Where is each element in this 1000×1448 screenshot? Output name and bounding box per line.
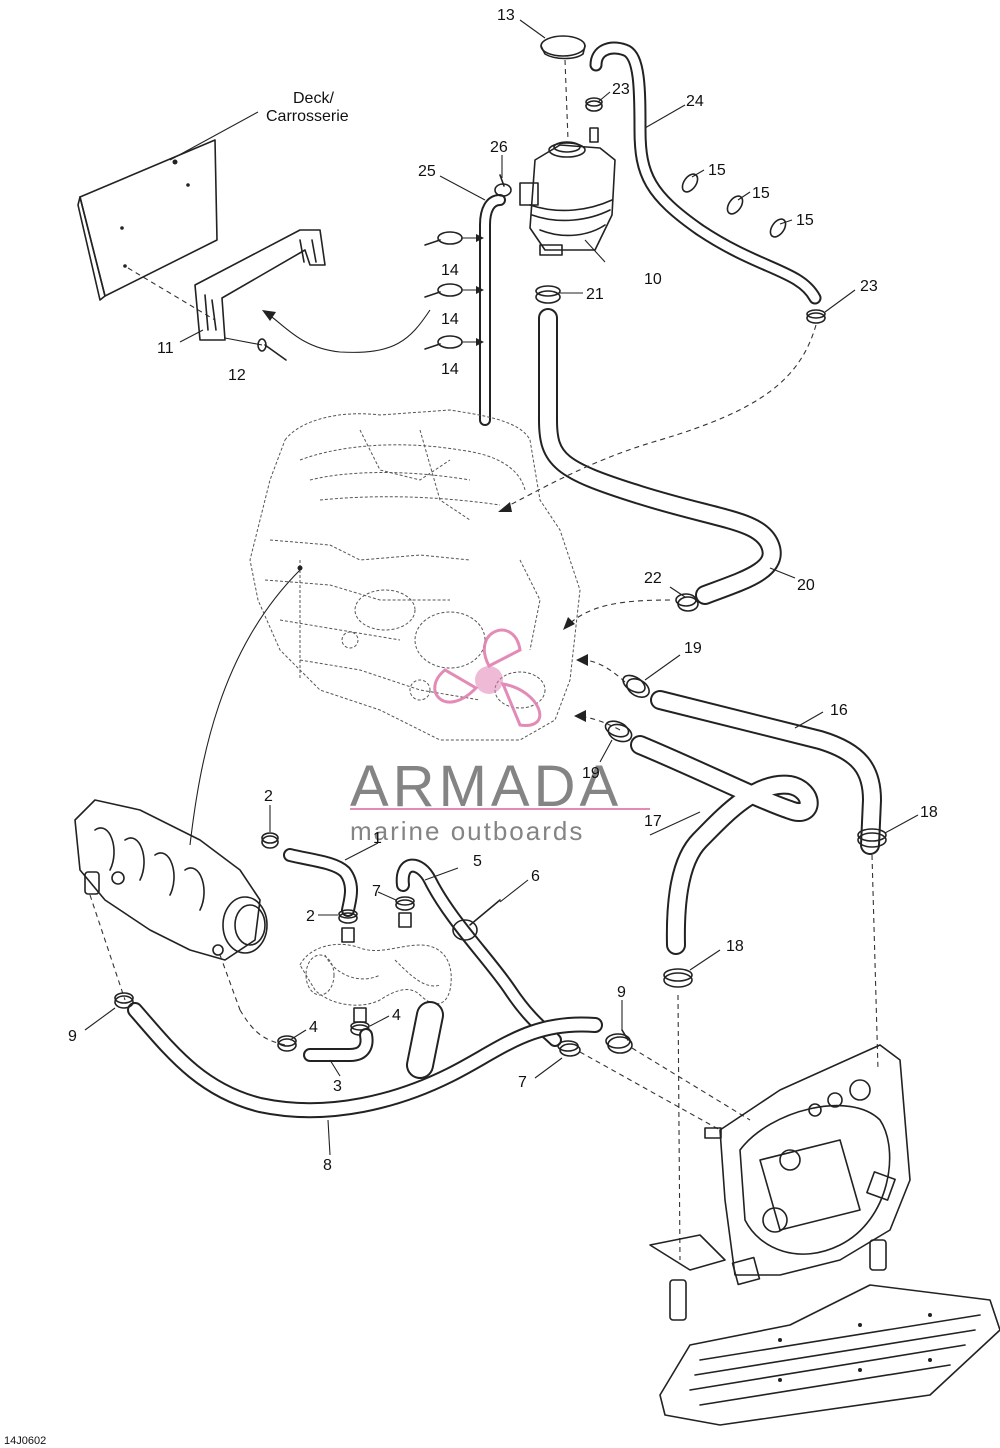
clamp-22 — [675, 593, 699, 612]
hose-24 — [589, 41, 822, 305]
callout-23-top: 23 — [612, 81, 630, 98]
hose-25 — [479, 194, 506, 426]
propeller-logo-icon — [433, 628, 542, 727]
callout-26: 26 — [490, 139, 508, 156]
muffler-assembly — [299, 943, 452, 1006]
callout-7-upper: 7 — [372, 883, 381, 900]
callout-23-right: 23 — [860, 278, 878, 295]
clamp-19-lower — [604, 720, 633, 743]
clamp-2-upper — [261, 832, 279, 849]
callout-13: 13 — [497, 7, 515, 24]
callout-16: 16 — [830, 702, 848, 719]
deck-label: Deck/ Carrosserie — [266, 90, 349, 125]
bracket-11 — [194, 229, 326, 341]
callout-4-right: 4 — [392, 1007, 401, 1024]
engine-block — [249, 409, 581, 741]
tie-strap-6 — [452, 899, 501, 941]
clamp-21 — [535, 285, 561, 304]
callout-14-c: 14 — [441, 361, 459, 378]
hose-8 — [127, 1002, 603, 1119]
clamp-26 — [494, 174, 512, 197]
callout-15-c: 15 — [796, 212, 814, 229]
callout-7-lower: 7 — [518, 1074, 527, 1091]
clamp-18-left — [663, 968, 693, 988]
hose-1 — [283, 848, 358, 917]
hose-20 — [538, 308, 782, 605]
callout-5: 5 — [473, 853, 482, 870]
figure-id: 14J0602 — [4, 1435, 46, 1447]
clamp-19-upper — [622, 674, 650, 698]
clamp-7-upper — [395, 896, 415, 928]
callout-17: 17 — [644, 813, 662, 830]
callout-19-upper: 19 — [684, 640, 702, 657]
ride-plate — [659, 1284, 1000, 1426]
clamp-23-top — [585, 97, 603, 112]
callout-2-lower: 2 — [306, 908, 315, 925]
watermark-tagline: marine outboards — [350, 816, 584, 846]
deck-plate — [77, 139, 218, 321]
callout-18-left: 18 — [726, 938, 744, 955]
callout-14-b: 14 — [441, 311, 459, 328]
reservoir-tank-10 — [519, 127, 616, 256]
callout-15-b: 15 — [752, 185, 770, 202]
jet-pump-housing — [649, 1044, 911, 1321]
callout-10: 10 — [644, 271, 662, 288]
callout-25: 25 — [418, 163, 436, 180]
callout-1: 1 — [373, 830, 382, 847]
callout-6: 6 — [531, 868, 540, 885]
callout-8: 8 — [323, 1157, 332, 1174]
hose-17 — [630, 735, 819, 955]
clamp-18-right — [857, 828, 887, 848]
clamp-9-right — [605, 1029, 633, 1054]
clamp-4-left — [277, 1035, 297, 1052]
outlet-hose — [406, 1001, 444, 1079]
exhaust-manifold — [74, 569, 301, 1046]
hose-16 — [650, 690, 882, 855]
armada-watermark: ARMADA marine outboards — [350, 628, 650, 846]
callout-21: 21 — [586, 286, 604, 303]
callout-labels: 13 23 24 26 25 15 15 15 14 14 14 10 21 2… — [68, 7, 938, 1174]
callout-20: 20 — [797, 577, 815, 594]
callout-3: 3 — [333, 1078, 342, 1095]
deck-label-line2: Carrosserie — [266, 108, 349, 125]
clamp-2-lower — [338, 909, 358, 943]
rivet-12 — [224, 337, 287, 361]
callout-15-a: 15 — [708, 162, 726, 179]
clamps-14 — [424, 231, 484, 350]
bracket-arrow — [262, 309, 431, 353]
clamp-9-left — [114, 992, 134, 1009]
leader-lines — [84, 19, 919, 1156]
callout-24: 24 — [686, 93, 704, 110]
callout-14-a: 14 — [441, 262, 459, 279]
callout-4-left: 4 — [309, 1019, 318, 1036]
callout-12: 12 — [228, 367, 246, 384]
clamp-23-right — [806, 309, 826, 324]
callout-18-right: 18 — [920, 804, 938, 821]
clamp-7-lower — [557, 1040, 581, 1057]
callout-2-upper: 2 — [264, 788, 273, 805]
deck-label-line1: Deck/ — [293, 90, 334, 107]
cap-13 — [540, 35, 586, 141]
callout-9-right: 9 — [617, 984, 626, 1001]
callout-11: 11 — [157, 340, 174, 357]
callout-19-lower: 19 — [582, 765, 600, 782]
callout-22: 22 — [644, 570, 662, 587]
callout-9-left: 9 — [68, 1028, 77, 1045]
hose-3 — [303, 1028, 374, 1062]
